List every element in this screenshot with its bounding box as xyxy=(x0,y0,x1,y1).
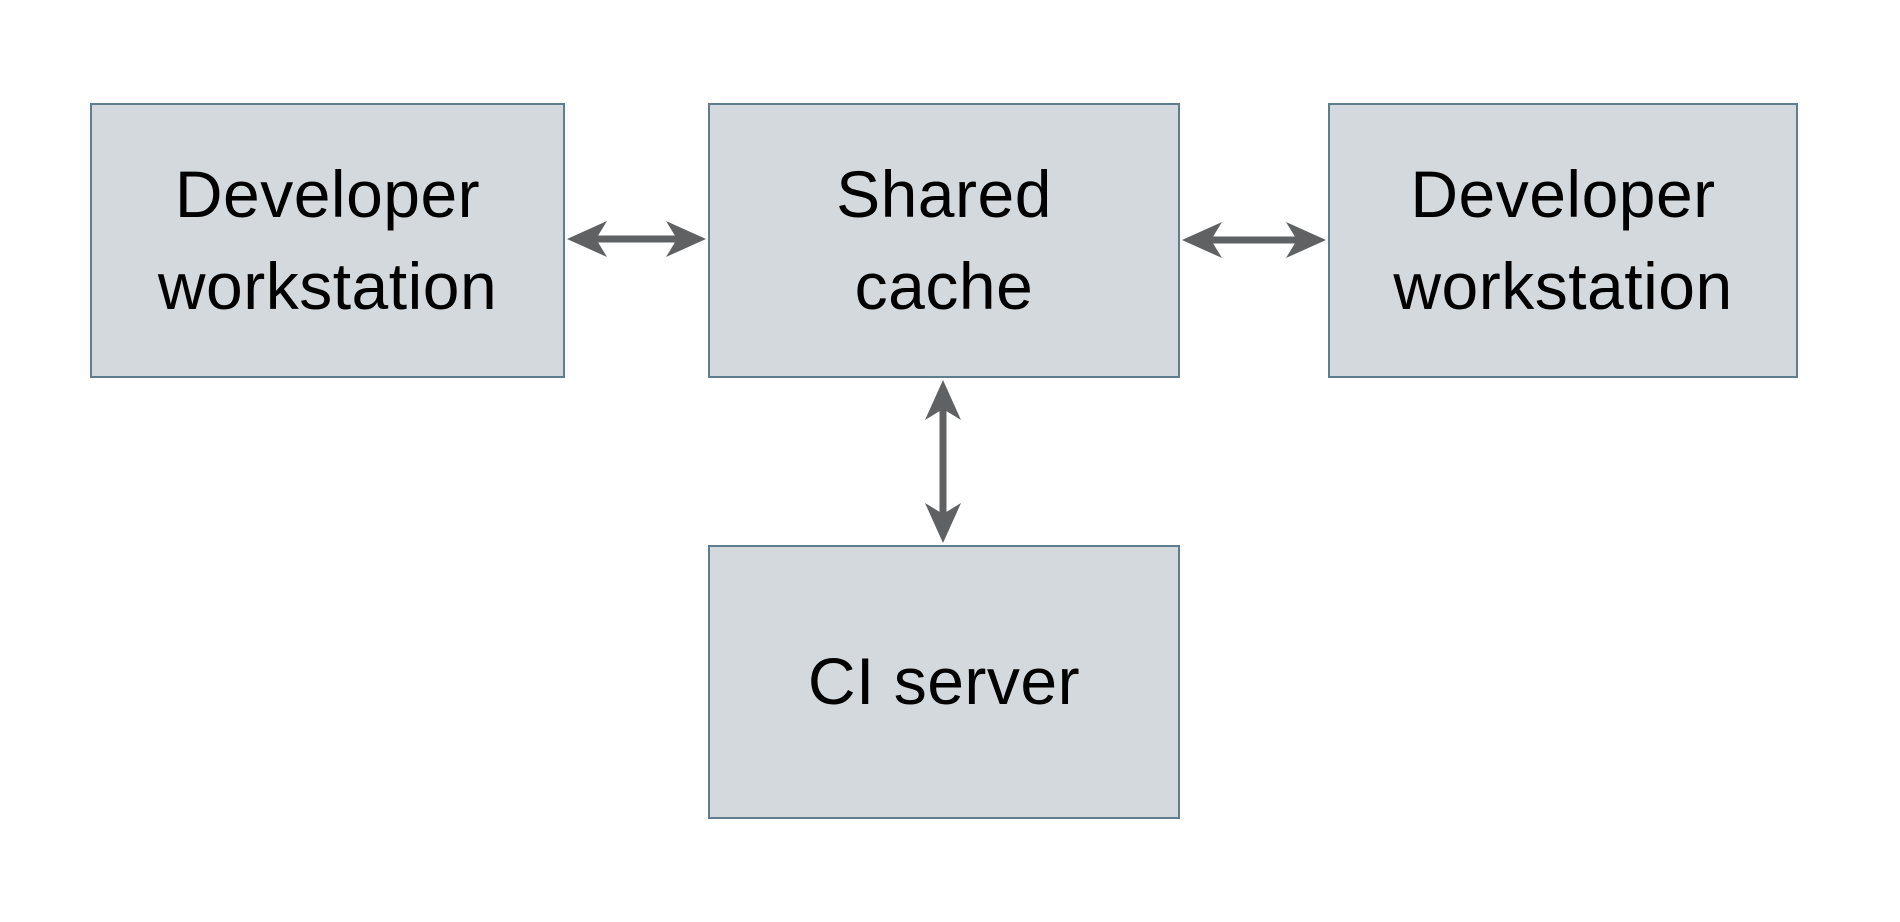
node-label-line: cache xyxy=(854,248,1034,323)
node-label-line: Developer xyxy=(174,157,481,232)
arrow-sharedcache-devright-bidirectional-icon xyxy=(1182,222,1326,258)
node-developer-workstation-left: Developer workstation xyxy=(90,103,565,378)
node-developer-workstation-right: Developer workstation xyxy=(1328,103,1798,378)
node-label: Developer workstation xyxy=(1393,149,1732,331)
arrow-sharedcache-ciserver-bidirectional-icon xyxy=(925,380,961,543)
node-label-line: Developer xyxy=(1410,157,1716,232)
node-label: Developer workstation xyxy=(158,149,497,331)
node-label-line: CI server xyxy=(807,644,1081,719)
node-shared-cache: Shared cache xyxy=(708,103,1180,378)
node-label-line: Shared xyxy=(836,157,1052,232)
node-label-line: workstation xyxy=(157,248,498,323)
node-label: Shared cache xyxy=(836,149,1052,331)
node-label-line: workstation xyxy=(1393,248,1733,323)
node-label: CI server xyxy=(808,636,1080,727)
arrow-devleft-sharedcache-bidirectional-icon xyxy=(567,221,706,257)
node-ci-server: CI server xyxy=(708,545,1180,819)
